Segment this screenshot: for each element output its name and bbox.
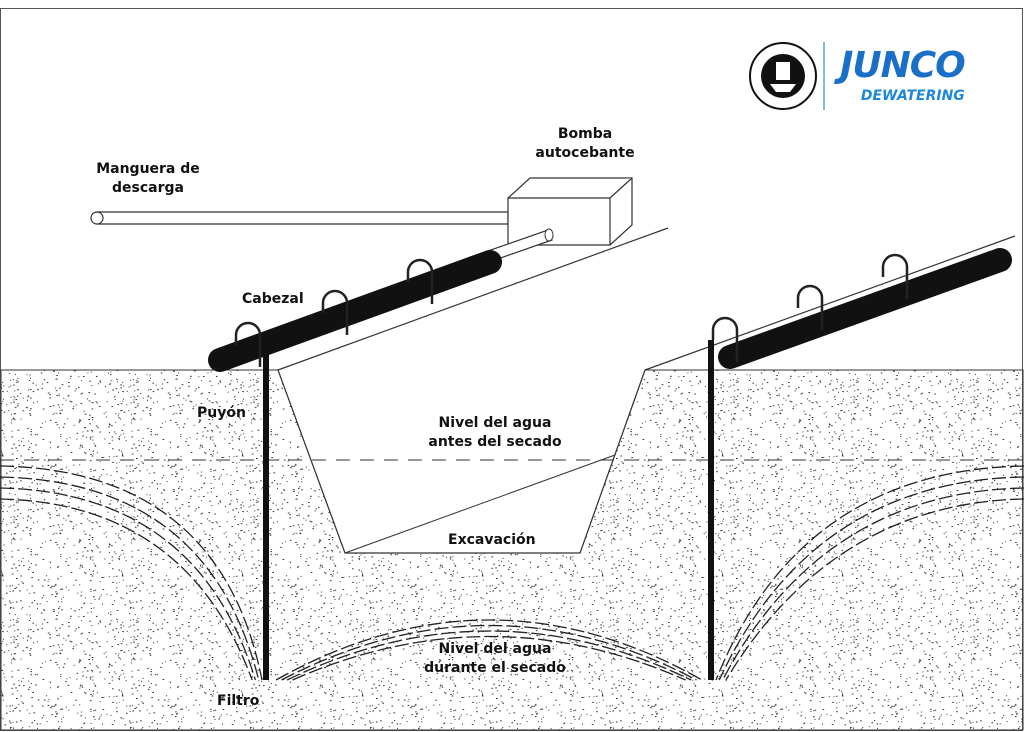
cone-hatch-line bbox=[715, 465, 1024, 681]
label-water-before: Nivel del agua antes del secado bbox=[428, 415, 562, 450]
cone-hatch-line bbox=[0, 498, 253, 681]
riser-loop bbox=[711, 316, 739, 362]
wilber-junco-seal bbox=[749, 42, 817, 110]
excavation bbox=[277, 369, 646, 554]
label-wellpoint: Puyón bbox=[197, 405, 246, 421]
header-pipe-right bbox=[718, 248, 1012, 369]
label-discharge-hose: Manguera de descarga bbox=[96, 161, 200, 196]
discharge-hose bbox=[90, 211, 509, 225]
platform-left bbox=[277, 227, 669, 371]
riser-loop bbox=[406, 258, 434, 304]
platform-right bbox=[644, 235, 1016, 371]
cone-hatch-line bbox=[275, 619, 703, 681]
riser-loop bbox=[234, 321, 262, 367]
riser-loop bbox=[321, 289, 349, 335]
junco-logo: JUNCO DEWATERING bbox=[840, 45, 966, 105]
cone-hatch-line bbox=[722, 487, 1024, 681]
excavation-slope bbox=[344, 454, 616, 554]
cone-hatch-line bbox=[725, 498, 1024, 681]
label-water-during: Nivel del agua durante el secado bbox=[424, 641, 566, 676]
label-excavation: Excavación bbox=[448, 532, 536, 548]
riser-loop bbox=[796, 284, 824, 330]
label-pump: Bomba autocebante bbox=[535, 126, 635, 161]
cone-hatch-line bbox=[718, 476, 1024, 681]
brand-name: JUNCO bbox=[840, 45, 966, 86]
cone-hatch-line bbox=[281, 624, 697, 681]
riser-loops bbox=[234, 253, 909, 367]
cone-hatch-line bbox=[292, 635, 686, 681]
cone-hatch-line bbox=[0, 476, 260, 681]
cone-hatch-line bbox=[0, 465, 263, 681]
cone-of-depression bbox=[0, 465, 1024, 681]
cone-hatch-line bbox=[0, 487, 257, 681]
brand-tagline: DEWATERING bbox=[860, 88, 965, 104]
suction-pipe-end bbox=[544, 228, 554, 242]
label-header: Cabezal bbox=[242, 291, 304, 307]
label-filter: Filtro bbox=[217, 693, 260, 709]
cone-hatch-line bbox=[286, 630, 692, 681]
pump bbox=[507, 177, 633, 246]
riser-loop bbox=[881, 253, 909, 299]
